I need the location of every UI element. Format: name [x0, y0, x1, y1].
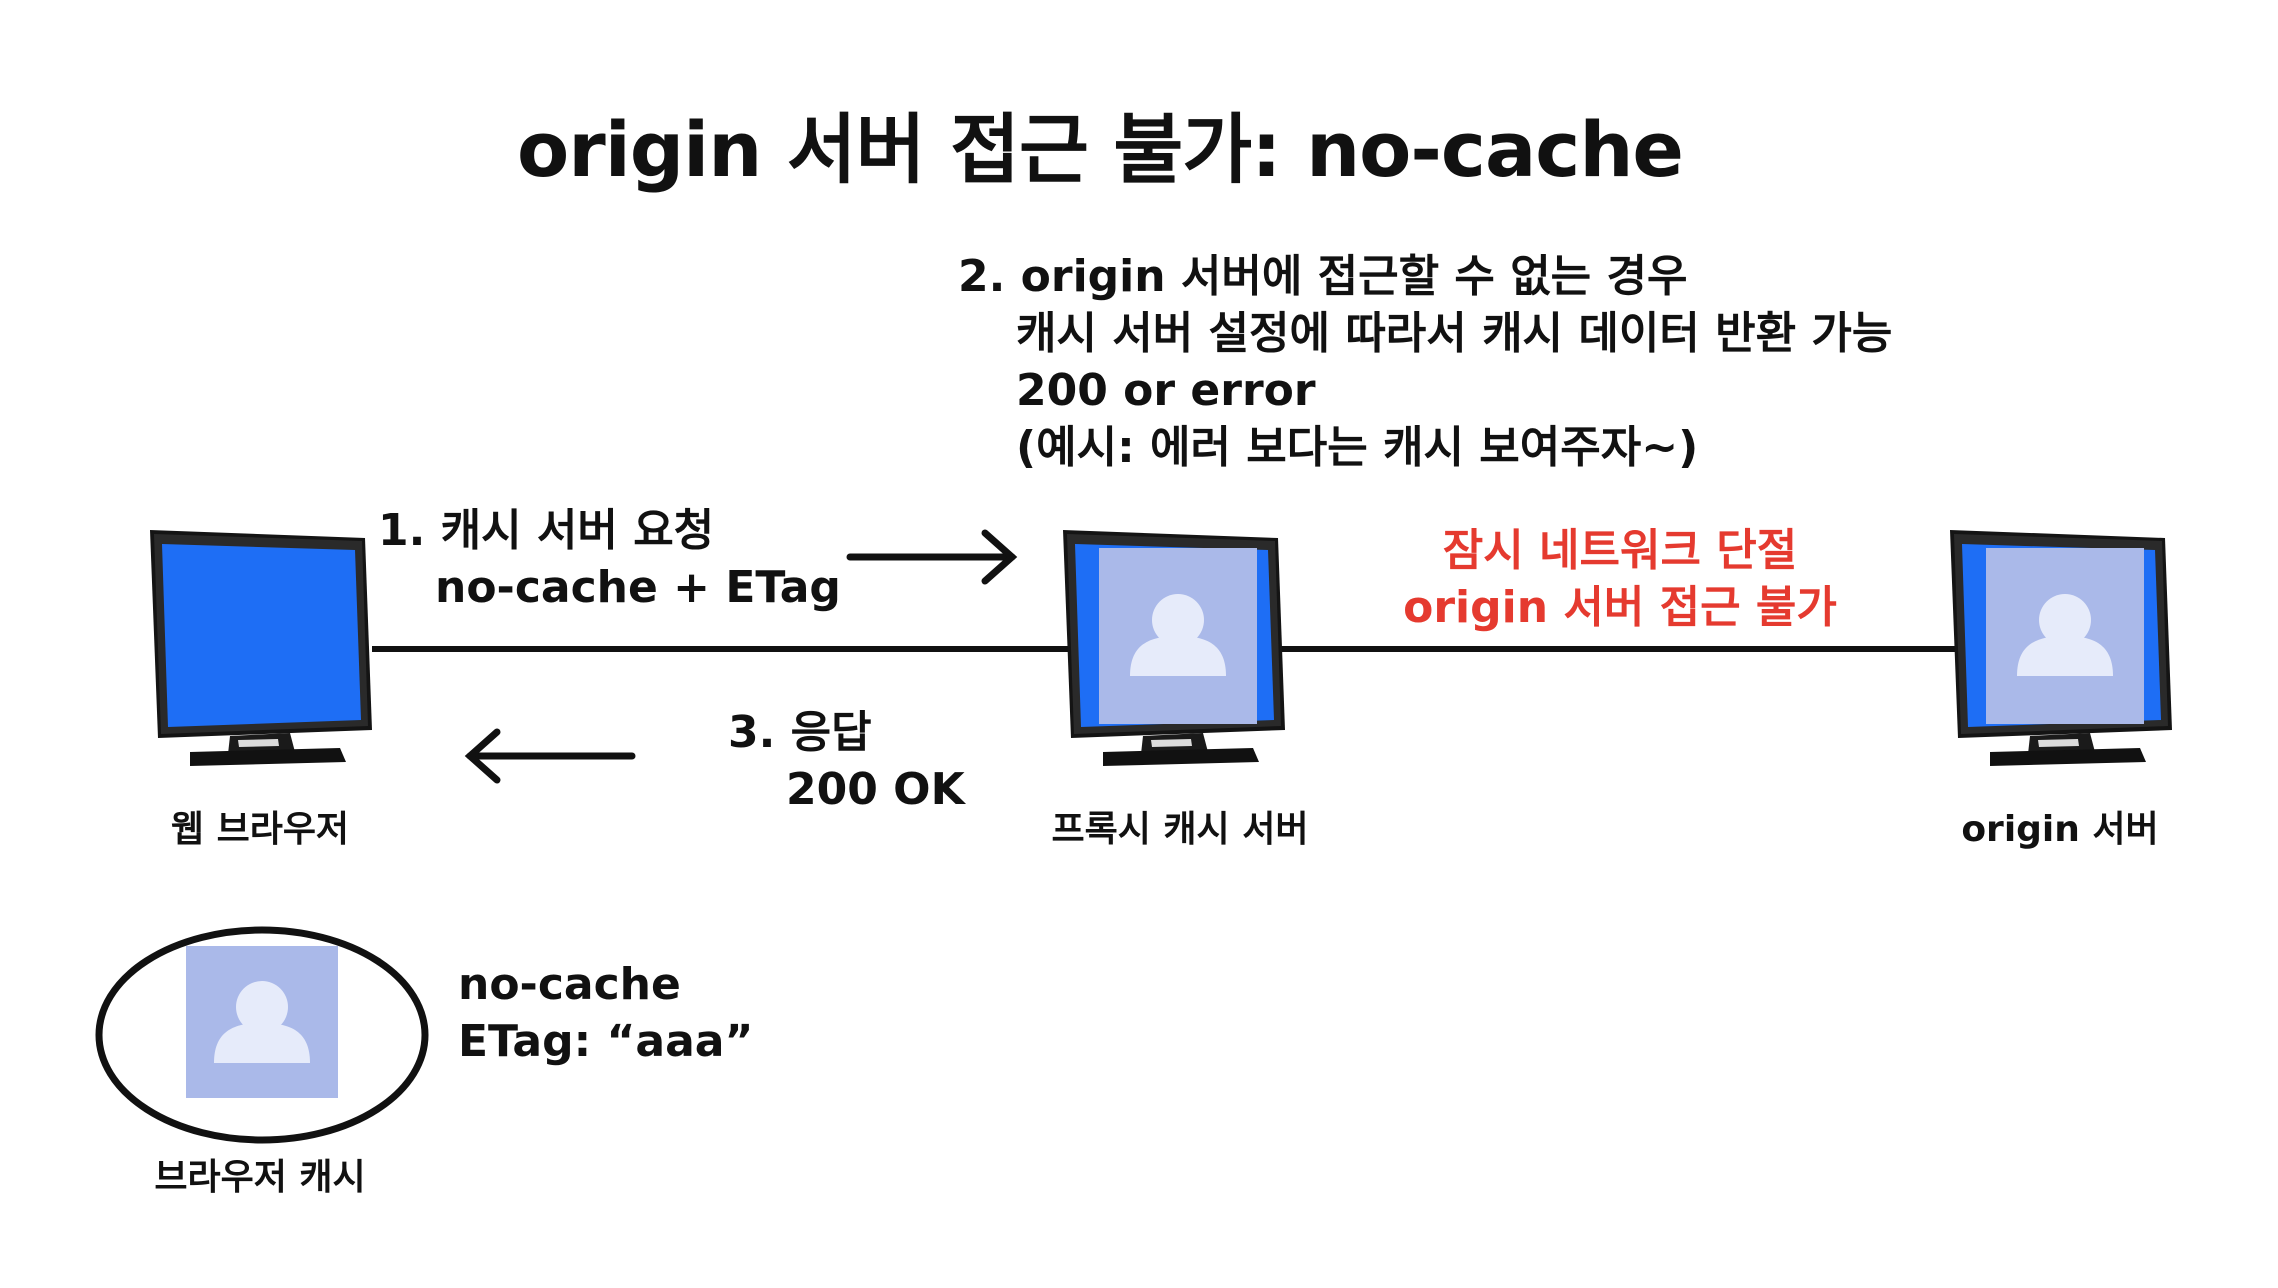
proxy-note-line2: 캐시 서버 설정에 따라서 캐시 데이터 반환 가능 — [1016, 308, 1893, 359]
response-note-line2: 200 OK — [786, 764, 965, 815]
cache-info-line2: ETag: “aaa” — [458, 1016, 754, 1067]
proxy-label: 프록시 캐시 서버 — [1051, 809, 1309, 850]
cache-info: no-cache ETag: “aaa” — [458, 956, 753, 1070]
network-error-line1: 잠시 네트워크 단절 — [1442, 525, 1798, 576]
cache-info-line1: no-cache — [458, 959, 681, 1010]
request-note-line1: 1. 캐시 서버 요청 — [378, 505, 715, 556]
cache-user-placeholder-icon — [186, 946, 338, 1098]
diagram-title: origin 서버 접근 불가: no-cache — [517, 105, 1684, 194]
browser-label: 웹 브라우저 — [170, 809, 350, 850]
browser-monitor-icon — [150, 530, 372, 766]
origin-label: origin 서버 — [1961, 809, 2159, 850]
browser-cache-label: 브라우저 캐시 — [154, 1157, 366, 1198]
origin-monitor-icon — [1950, 530, 2172, 766]
proxy-note: 2. origin 서버에 접근할 수 없는 경우 캐시 서버 설정에 따라서 … — [958, 248, 1892, 476]
arrow-left-icon — [464, 728, 636, 784]
network-error-line2: origin 서버 접근 불가 — [1403, 582, 1837, 633]
request-note-line2: no-cache + ETag — [435, 562, 841, 613]
proxy-note-line3: 200 or error — [1016, 365, 1316, 416]
arrow-right-icon — [846, 529, 1018, 585]
response-note: 3. 응답 200 OK — [728, 704, 965, 818]
browser-cache-ellipse — [95, 926, 429, 1144]
request-note: 1. 캐시 서버 요청 no-cache + ETag — [378, 502, 841, 616]
proxy-monitor-icon — [1063, 530, 1285, 766]
response-note-line1: 3. 응답 — [728, 707, 872, 758]
network-error-note: 잠시 네트워크 단절 origin 서버 접근 불가 — [1370, 522, 1870, 636]
proxy-note-line4: (예시: 에러 보다는 캐시 보여주자~) — [1016, 422, 1699, 473]
proxy-note-line1: 2. origin 서버에 접근할 수 없는 경우 — [958, 251, 1688, 302]
